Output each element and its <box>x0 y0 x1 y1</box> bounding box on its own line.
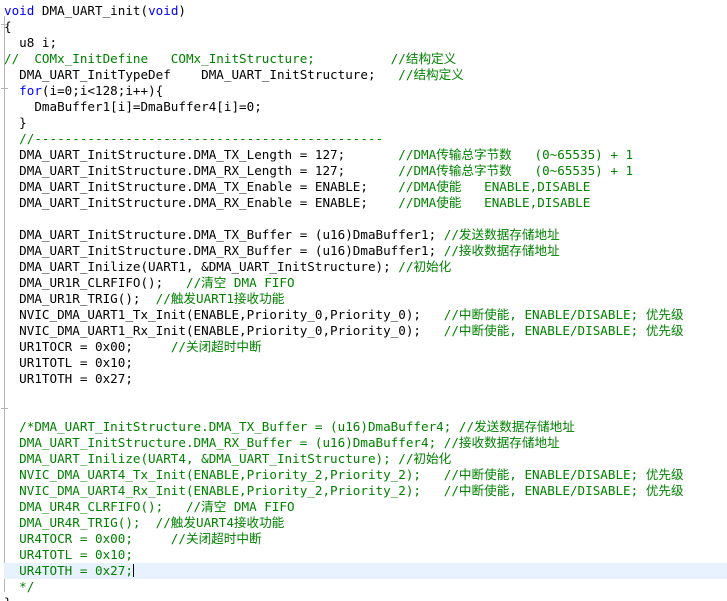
code-line[interactable]: u8 i; <box>4 35 727 51</box>
code-line[interactable]: //--------------------------------------… <box>4 131 727 147</box>
code-comment: //发送数据存储地址 <box>443 227 560 242</box>
code-comment: //DMA使能 ENABLE,DISABLE <box>398 195 591 210</box>
code-line[interactable]: DMA_UART_InitStructure.DMA_TX_Length = 1… <box>4 147 727 163</box>
code-line[interactable]: NVIC_DMA_UART1_Rx_Init(ENABLE,Priority_0… <box>4 323 727 339</box>
code-comment: DMA_UR4R_TRIG(); //触发UART4接收功能 <box>4 515 285 530</box>
code-comment: //--------------------------------------… <box>4 131 384 146</box>
code-text: { <box>4 19 12 34</box>
code-line[interactable]: DMA_UART_InitStructure.DMA_RX_Buffer = (… <box>4 243 727 259</box>
code-text: DMA_UR1R_TRIG(); <box>4 291 156 306</box>
code-text <box>4 83 19 98</box>
code-line[interactable]: NVIC_DMA_UART4_Tx_Init(ENABLE,Priority_2… <box>4 467 727 483</box>
code-text: (i=0;i<128;i++){ <box>41 83 164 98</box>
fold-gutter <box>0 0 10 601</box>
code-line[interactable]: DMA_UART_InitStructure.DMA_RX_Buffer = (… <box>4 435 727 451</box>
code-line[interactable]: UR1TOCR = 0x00; //关闭超时中断 <box>4 339 727 355</box>
code-line[interactable]: DMA_UR4R_CLRFIFO(); //清空 DMA FIFO <box>4 499 727 515</box>
code-text: DMA_UART_InitStructure.DMA_RX_Buffer = (… <box>4 243 444 258</box>
code-line[interactable] <box>4 387 727 403</box>
code-line[interactable] <box>4 403 727 419</box>
fold-marker-for-loop[interactable] <box>1 88 8 89</box>
code-text: UR1TOCR = 0x00; <box>4 339 171 354</box>
code-line[interactable]: DMA_UR4R_TRIG(); //触发UART4接收功能 <box>4 515 727 531</box>
code-line[interactable]: /*DMA_UART_InitStructure.DMA_TX_Buffer =… <box>4 419 727 435</box>
code-comment: /*DMA_UART_InitStructure.DMA_TX_Buffer =… <box>4 419 575 434</box>
code-text: DMA_UART_InitTypeDef DMA_UART_InitStruct… <box>4 67 399 82</box>
code-text: DMA_UR1R_CLRFIFO(); <box>4 275 186 290</box>
code-text: DMA_UART_Inilize(UART1, &DMA_UART_InitSt… <box>4 259 399 274</box>
code-line[interactable]: for(i=0;i<128;i++){ <box>4 83 727 99</box>
code-text: DMA_UART_InitStructure.DMA_TX_Length = 1… <box>4 147 399 162</box>
code-line[interactable]: NVIC_DMA_UART1_Tx_Init(ENABLE,Priority_0… <box>4 307 727 323</box>
code-comment: UR4TOCR = 0x00; //关闭超时中断 <box>4 531 262 546</box>
code-text: NVIC_DMA_UART1_Tx_Init(ENABLE,Priority_0… <box>4 307 444 322</box>
code-line[interactable]: DMA_UART_InitStructure.DMA_RX_Enable = E… <box>4 195 727 211</box>
code-line[interactable]: DMA_UART_InitStructure.DMA_TX_Buffer = (… <box>4 227 727 243</box>
code-line[interactable] <box>4 211 727 227</box>
code-keyword: void <box>148 3 179 18</box>
code-line[interactable]: UR1TOTL = 0x10; <box>4 355 727 371</box>
code-comment: DMA_UART_Inilize(UART4, &DMA_UART_InitSt… <box>4 451 452 466</box>
code-line[interactable]: // COMx_InitDefine COMx_InitStructure; /… <box>4 51 727 67</box>
code-keyword: void <box>4 3 35 18</box>
code-comment: //初始化 <box>398 259 452 274</box>
code-line[interactable]: NVIC_DMA_UART4_Rx_Init(ENABLE,Priority_2… <box>4 483 727 499</box>
code-comment: //中断使能, ENABLE/DISABLE; 优先级 <box>443 307 684 322</box>
code-comment: DMA_UART_InitStructure.DMA_RX_Buffer = (… <box>4 435 560 450</box>
code-comment: UR4TOTL = 0x10; <box>4 547 133 562</box>
code-text: u8 i; <box>4 35 58 50</box>
code-text: } <box>4 115 27 130</box>
code-line[interactable]: DMA_UART_Inilize(UART4, &DMA_UART_InitSt… <box>4 451 727 467</box>
code-line[interactable]: void DMA_UART_init(void) <box>4 3 727 19</box>
code-comment: UR4TOTH = 0x27; <box>4 563 133 578</box>
fold-guide-line <box>4 16 5 592</box>
code-text: UR1TOTH = 0x27; <box>4 371 133 386</box>
code-line[interactable]: } <box>4 595 727 601</box>
code-comment: */ <box>4 579 35 594</box>
code-text: NVIC_DMA_UART1_Rx_Init(ENABLE,Priority_0… <box>4 323 444 338</box>
code-comment: //结构定义 <box>398 67 464 82</box>
text-caret <box>132 564 134 577</box>
code-text: DMA_UART_InitStructure.DMA_TX_Enable = E… <box>4 179 399 194</box>
code-text: DMA_UART_InitStructure.DMA_RX_Enable = E… <box>4 195 399 210</box>
code-comment: //关闭超时中断 <box>170 339 262 354</box>
code-text: ) <box>178 3 187 18</box>
code-line[interactable]: UR4TOTH = 0x27; <box>4 563 727 579</box>
code-comment: //触发UART1接收功能 <box>155 291 285 306</box>
code-comment: //DMA传输总字节数 (0~65535) + 1 <box>398 147 634 162</box>
code-line[interactable]: DMA_UART_InitTypeDef DMA_UART_InitStruct… <box>4 67 727 83</box>
code-line[interactable]: DmaBuffer1[i]=DmaBuffer4[i]=0; <box>4 99 727 115</box>
code-comment: NVIC_DMA_UART4_Rx_Init(ENABLE,Priority_2… <box>4 483 684 498</box>
code-comment: DMA_UR4R_CLRFIFO(); //清空 DMA FIFO <box>4 499 295 514</box>
code-text: UR1TOTL = 0x10; <box>4 355 133 370</box>
code-comment: //清空 DMA FIFO <box>185 275 295 290</box>
code-comment: //DMA使能 ENABLE,DISABLE <box>398 179 591 194</box>
fold-marker-block-comment[interactable] <box>1 408 8 409</box>
code-keyword: for <box>19 83 42 98</box>
code-line[interactable]: { <box>4 19 727 35</box>
code-comment: // COMx_InitDefine COMx_InitStructure; /… <box>4 51 457 66</box>
code-line[interactable]: DMA_UART_InitStructure.DMA_TX_Enable = E… <box>4 179 727 195</box>
code-text: } <box>4 595 12 601</box>
code-line[interactable]: DMA_UART_Inilize(UART1, &DMA_UART_InitSt… <box>4 259 727 275</box>
code-area[interactable]: void DMA_UART_init(void){ u8 i;// COMx_I… <box>4 3 727 601</box>
code-comment: //中断使能, ENABLE/DISABLE; 优先级 <box>443 323 684 338</box>
code-comment: //DMA传输总字节数 (0~65535) + 1 <box>398 163 634 178</box>
code-line[interactable]: DMA_UR1R_CLRFIFO(); //清空 DMA FIFO <box>4 275 727 291</box>
code-line[interactable]: UR4TOCR = 0x00; //关闭超时中断 <box>4 531 727 547</box>
fold-marker-function[interactable] <box>1 24 8 25</box>
code-comment: NVIC_DMA_UART4_Tx_Init(ENABLE,Priority_2… <box>4 467 684 482</box>
code-line[interactable]: } <box>4 115 727 131</box>
code-line[interactable]: UR1TOTH = 0x27; <box>4 371 727 387</box>
code-text: DMA_UART_init( <box>34 3 149 18</box>
code-line[interactable]: UR4TOTL = 0x10; <box>4 547 727 563</box>
code-line[interactable]: */ <box>4 579 727 595</box>
code-comment: //接收数据存储地址 <box>443 243 560 258</box>
code-text: DmaBuffer1[i]=DmaBuffer4[i]=0; <box>4 99 262 114</box>
code-line[interactable]: DMA_UART_InitStructure.DMA_RX_Length = 1… <box>4 163 727 179</box>
code-text: DMA_UART_InitStructure.DMA_RX_Length = 1… <box>4 163 399 178</box>
code-text: DMA_UART_InitStructure.DMA_TX_Buffer = (… <box>4 227 444 242</box>
code-line[interactable]: DMA_UR1R_TRIG(); //触发UART1接收功能 <box>4 291 727 307</box>
